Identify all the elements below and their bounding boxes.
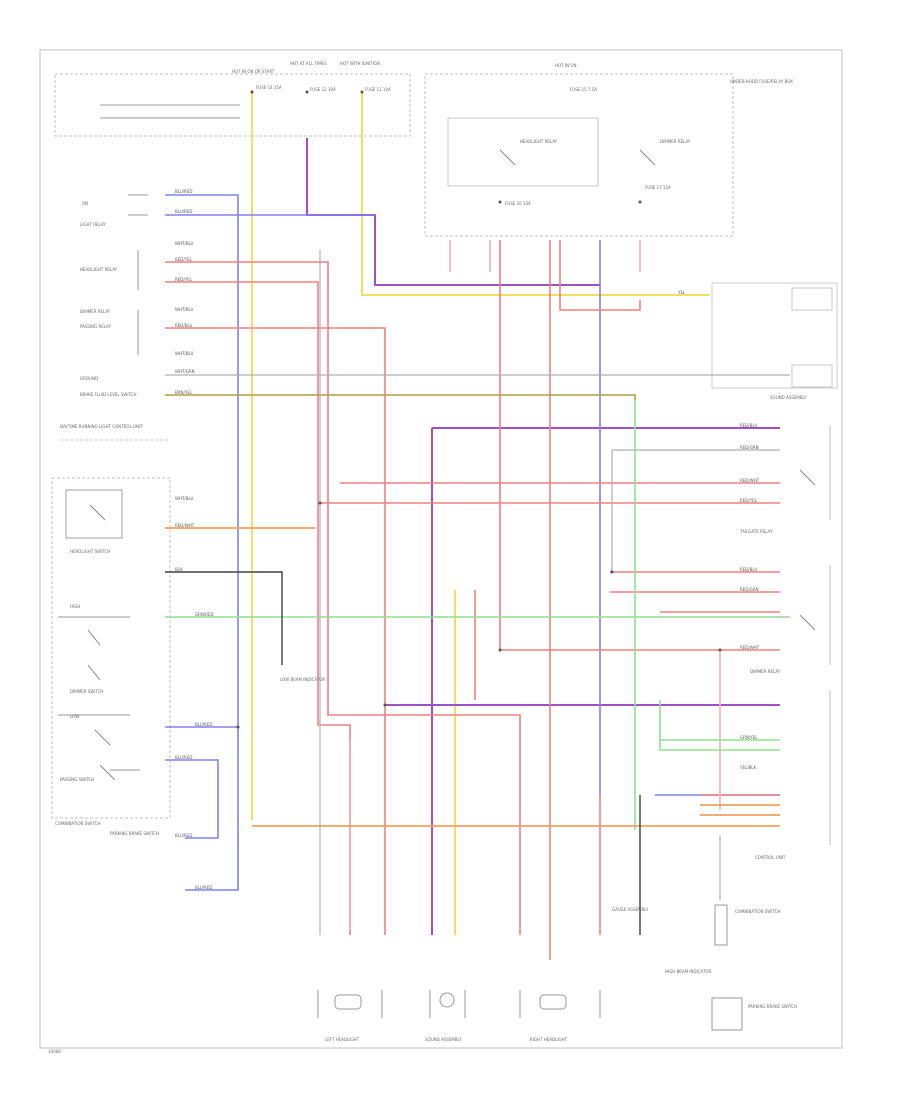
wire-code: RED/BLU <box>175 323 193 328</box>
wire-red <box>165 240 780 960</box>
diagram-border <box>39 49 843 1049</box>
label-fuse11: FUSE 11 10A <box>365 87 391 92</box>
wire-blue <box>165 194 780 891</box>
label-hot-on-start: HOT IN ON OR START <box>232 69 275 74</box>
wire-gray <box>100 104 790 935</box>
label-fuse15: FUSE 15 7.5A <box>570 87 598 92</box>
wire-code: RED/WHT <box>740 645 760 650</box>
label-combination-switch: COMBINATION SWITCH <box>55 821 101 826</box>
wire-orange <box>165 527 780 827</box>
label-left-headlight: LEFT HEADLIGHT <box>325 1037 360 1042</box>
fuse-box-left <box>54 73 411 137</box>
left-stubs <box>58 194 148 771</box>
wire-code: WHT/BLU <box>175 496 194 501</box>
label-passing-switch: PASSING SWITCH <box>60 777 95 782</box>
label-right-headlight: RIGHT HEADLIGHT <box>530 1037 568 1042</box>
label-passing-relay: PASSING RELAY <box>80 324 112 329</box>
label-dimmer-relay-right: DIMMER RELAY <box>750 669 781 674</box>
label-high-beam-ind: HIGH BEAM INDICATOR <box>665 969 712 974</box>
wire-yellow <box>251 92 710 935</box>
wire-code: RED/GRN <box>740 587 759 592</box>
wire-code: YEL <box>678 290 686 295</box>
sound-assembly-box <box>711 282 838 389</box>
label-fuse16: FUSE 16 10A <box>505 201 531 206</box>
wire-code: WHT/BLU <box>175 351 194 356</box>
wire-black <box>165 571 641 935</box>
label-headlight-relay-left: HEADLIGHT RELAY <box>80 267 118 272</box>
label-tailgate-relay: TAILGATE RELAY <box>740 529 773 534</box>
label-low: LOW <box>70 714 80 719</box>
wire-code: RED/WHT <box>740 478 760 483</box>
combination-switch-box <box>51 477 171 819</box>
wire-code: BLK <box>175 567 183 572</box>
label-dimmer-relay-top: DIMMER RELAY <box>660 139 691 144</box>
label-drl-control-unit: DAYTIME RUNNING LIGHT CONTROL UNIT <box>60 424 143 429</box>
label-low-beam-ind: LOW BEAM INDICATOR <box>280 677 326 682</box>
label-headlight-switch: HEADLIGHT SWITCH <box>70 549 111 554</box>
wire-code: RED/BLU <box>740 423 758 428</box>
label-hot-ignition: HOT WITH IGNITION <box>340 61 380 66</box>
label-underhood-box: UNDER-HOOD FUSE/RELAY BOX <box>730 79 793 84</box>
wire-code: RED/YEL <box>740 498 757 503</box>
wire-code: RED/YEL <box>175 257 192 262</box>
label-fuse14: FUSE 14 15A <box>256 85 282 90</box>
label-combination-switch-right: COMBINATION SWITCH <box>735 909 781 914</box>
wire-code: BRN/YEL <box>175 390 193 395</box>
wire-pink <box>349 240 721 930</box>
wire-code: BLU/RED <box>195 885 213 890</box>
label-hot-on: HOT IN ON <box>555 63 577 68</box>
label-ground: GROUND <box>80 376 99 381</box>
wire-code: RED/YEL <box>175 277 192 282</box>
label-gauge-assembly: GAUGE ASSEMBLY <box>612 907 649 912</box>
label-control-unit: CONTROL UNIT <box>755 855 786 860</box>
wire-code: BLU/RED <box>175 209 193 214</box>
switch-box-b <box>791 364 833 388</box>
wire-code: RED/GRN <box>740 445 759 450</box>
label-sound-assembly-bottom: SOUND ASSEMBLY <box>425 1037 462 1042</box>
wire-code: WHT/GRN <box>175 369 195 374</box>
bottom-components <box>317 904 743 1031</box>
junction-dots <box>236 90 722 729</box>
wire-code: YEL/BLK <box>740 765 757 770</box>
label-on: ON <box>82 201 89 206</box>
wire-code: BLU/RED <box>175 755 193 760</box>
wire-code: WHT/BLU <box>175 307 194 312</box>
relay-contacts <box>87 149 816 781</box>
label-fuse17: FUSE 17 15A <box>645 185 671 190</box>
switch-box-a <box>791 287 833 311</box>
wire-code: GRN/YEL <box>740 735 758 740</box>
wire-code: BLU/RED <box>175 189 193 194</box>
label-hot-all-times: HOT AT ALL TIMES <box>290 61 327 66</box>
wire-green <box>165 400 790 830</box>
page-tag: 10068 <box>48 1049 61 1054</box>
label-dimmer-switch: DIMMER SWITCH <box>70 689 104 694</box>
relay-inner-box <box>447 117 599 187</box>
label-headlight-relay-top: HEADLIGHT RELAY <box>520 139 558 144</box>
wire-code: GRN/RED <box>195 612 214 617</box>
wire-code: RED/BLU <box>740 567 758 572</box>
label-dimmer-relay-left: DIMMER RELAY <box>80 309 111 314</box>
label-parking-brake-right: PARKING BRAKE SWITCH <box>748 1004 798 1009</box>
label-brake-fluid-left: BRAKE FLUID LEVEL SWITCH <box>80 392 137 397</box>
fuse-box-right <box>424 73 734 237</box>
wire-code: RED/WHT <box>175 523 195 528</box>
wire-code: BLU/RED <box>175 833 193 838</box>
label-fuse12: FUSE 12 10A <box>310 87 336 92</box>
label-light-relay: LIGHT RELAY <box>80 222 106 227</box>
wire-code: BLU/RED <box>195 722 213 727</box>
wire-code: WHT/BLU <box>175 241 194 246</box>
label-parking-brake: PARKING BRAKE SWITCH <box>110 831 160 836</box>
wire-olive <box>165 394 636 400</box>
label-high: HIGH <box>70 604 81 609</box>
label-sound-assembly-right: SOUND ASSEMBLY <box>770 395 807 400</box>
switch-square <box>65 489 123 539</box>
